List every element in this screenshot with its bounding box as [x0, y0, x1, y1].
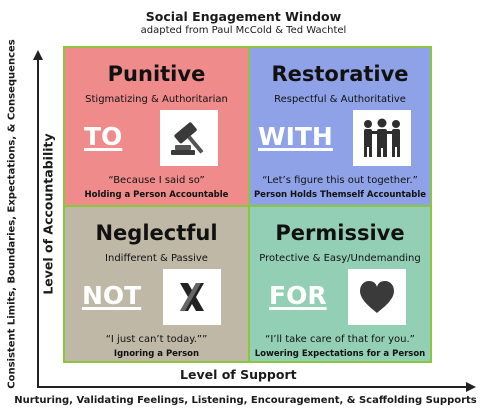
- diagram-title: Social Engagement Window: [145, 9, 342, 24]
- quadrant-quote: “Let’s figure this out together.”: [262, 175, 418, 186]
- outer-x-axis-label: Nurturing, Validating Feelings, Listenin…: [14, 395, 477, 406]
- quadrant-subtitle: Stigmatizing & Authoritarian: [85, 94, 228, 105]
- quadrant-role: Ignoring a Person: [113, 349, 200, 359]
- x-mark-icon: [163, 269, 221, 325]
- gavel-icon: [160, 110, 218, 166]
- quadrant-relation-word: FOR: [269, 281, 327, 310]
- quadrant-subtitle: Indifferent & Passive: [105, 253, 208, 264]
- quadrant-relation-word: WITH: [258, 122, 333, 151]
- y-axis-line: [37, 58, 39, 388]
- quadrant-permissive: Permissive Protective & Easy/Undemanding…: [248, 205, 432, 363]
- quadrant-punitive: Punitive Stigmatizing & Authoritarian TO…: [63, 46, 250, 207]
- quadrant-quote: “I’ll take care of that for you.”: [265, 334, 415, 345]
- x-axis-arrow-icon: [466, 382, 476, 392]
- x-axis-line: [37, 386, 469, 388]
- quadrant-restorative: Restorative Respectful & Authoritative W…: [248, 46, 432, 207]
- quadrant-quote: “I just can’t today.””: [105, 334, 208, 345]
- quadrant-role: Person Holds Themself Accountable: [253, 190, 427, 200]
- heart-icon: [348, 269, 406, 325]
- outer-y-axis-label: Consistent Limits, Boundaries, Expectati…: [6, 39, 18, 389]
- quadrant-title: Restorative: [271, 62, 409, 86]
- quadrant-quote: “Because I said so”: [108, 175, 205, 186]
- diagram-subtitle: adapted from Paul McCold & Ted Wachtel: [140, 25, 347, 36]
- inner-x-axis-label: Level of Support: [180, 367, 297, 382]
- y-axis-arrow-icon: [33, 50, 43, 60]
- quadrant-role: Holding a Person Accountable: [84, 190, 229, 200]
- quadrant-title: Neglectful: [95, 221, 218, 245]
- quadrant-relation-word: NOT: [82, 281, 142, 310]
- quadrant-subtitle: Respectful & Authoritative: [274, 94, 406, 105]
- quadrant-neglectful: Neglectful Indifferent & Passive NOT “I …: [63, 205, 250, 363]
- quadrant-role: Lowering Expectations for a Person: [254, 349, 426, 359]
- quadrant-relation-word: TO: [84, 122, 123, 151]
- inner-y-axis-label: Level of Accountability: [40, 133, 56, 295]
- quadrant-subtitle: Protective & Easy/Undemanding: [259, 253, 421, 264]
- quadrant-title: Permissive: [275, 221, 405, 245]
- quadrant-title: Punitive: [107, 62, 206, 86]
- people-group-icon: [353, 110, 411, 166]
